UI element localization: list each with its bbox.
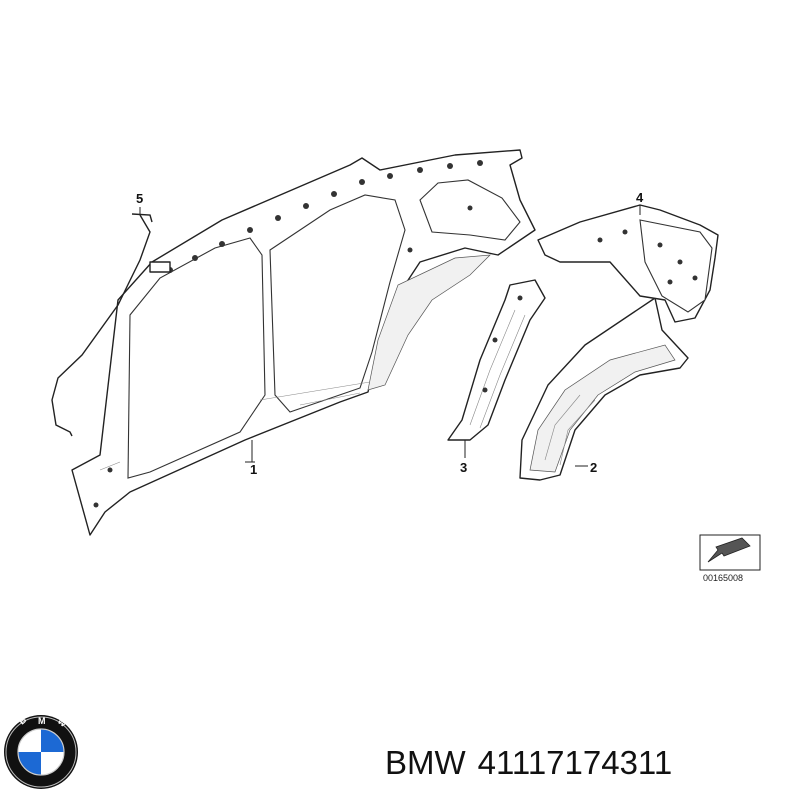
part-1-holes	[93, 160, 483, 508]
part-4-rear-corner	[537, 204, 719, 323]
svg-text:B: B	[17, 714, 29, 726]
leader-lines	[139, 205, 641, 467]
reference-code: 00165008	[703, 573, 743, 583]
brand-label: BMW	[385, 744, 466, 781]
part-3-pillar-trim	[447, 279, 546, 441]
part-2-wheel-arch	[519, 297, 689, 481]
callout-4: 4	[636, 190, 644, 205]
callout-2: 2	[590, 460, 597, 475]
callout-1: 1	[250, 462, 257, 477]
callout-3: 3	[460, 460, 467, 475]
part-number: 41117174311	[477, 744, 673, 781]
svg-text:M: M	[38, 716, 46, 726]
part-1-side-frame	[71, 149, 536, 536]
part-caption: BMW 41117174311	[385, 738, 684, 788]
reference-box: 00165008	[699, 534, 761, 583]
part-5-cable	[51, 213, 171, 437]
callout-5: 5	[136, 191, 143, 206]
bmw-logo: B M W	[4, 714, 78, 789]
arrow-icon	[707, 537, 751, 563]
